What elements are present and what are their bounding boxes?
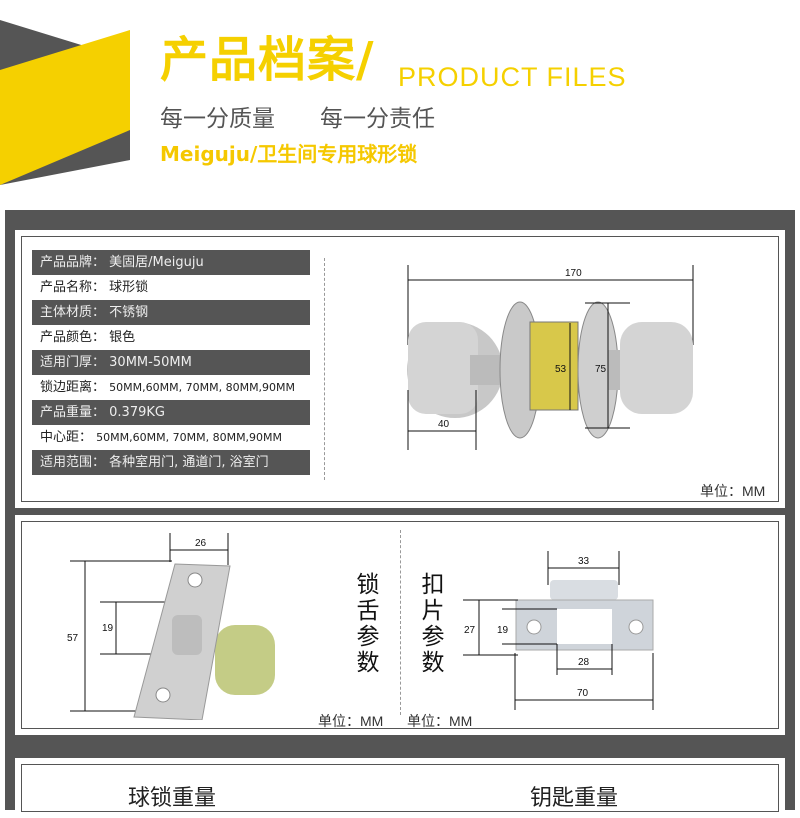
spec-row-name: 产品名称： 球形锁 bbox=[40, 280, 149, 295]
dim-strike-opening-w: 28 bbox=[578, 657, 590, 668]
product-subtitle: Meiguju/卫生间专用球形锁 bbox=[160, 142, 418, 166]
spec-row-usage: 适用范围： 各种室用门, 通道门, 浴室门 bbox=[32, 450, 310, 475]
spec-row-door-thickness: 适用门厚： 30MM-50MM bbox=[32, 350, 310, 375]
dim-strike-height: 27 bbox=[464, 625, 476, 636]
header-banner: 产品档案/ PRODUCT FILES 每一分质量 每一分责任 Meiguju/… bbox=[0, 0, 800, 200]
dim-strike-length: 70 bbox=[577, 688, 589, 699]
latch-image bbox=[70, 533, 275, 720]
dim-latch-height: 57 bbox=[67, 633, 79, 644]
knob-lock-image bbox=[407, 265, 694, 450]
spec-row-brand: 产品品牌： 美固居/Meiguju bbox=[32, 250, 310, 275]
spec-row-material: 主体材质： 不锈钢 bbox=[32, 300, 310, 325]
knob-weight-title: 球锁重量 bbox=[128, 786, 217, 811]
unit-label: 单位：MM bbox=[700, 483, 766, 499]
dim-total-length: 170 bbox=[565, 268, 582, 279]
dim-latch-bolt: 19 bbox=[102, 623, 114, 634]
latch-unit-label: 单位：MM bbox=[318, 713, 384, 729]
dim-knob-length: 40 bbox=[438, 419, 450, 430]
key-weight-title: 钥匙重量 bbox=[530, 786, 619, 811]
strike-unit-label: 单位：MM bbox=[407, 713, 473, 729]
spec-row-weight: 产品重量： 0.379KG bbox=[32, 400, 310, 425]
page-title-en: PRODUCT FILES bbox=[398, 62, 627, 92]
spec-row-color: 产品颜色： 银色 bbox=[40, 330, 136, 345]
strike-plate-image bbox=[463, 551, 654, 710]
spec-row-backset: 锁边距离： 50MM,60MM, 70MM, 80MM,90MM bbox=[40, 380, 296, 395]
slogan-responsibility: 每一分责任 bbox=[320, 106, 435, 132]
dim-latch-width: 26 bbox=[195, 538, 207, 549]
latch-title: 锁 舌 参 数 bbox=[356, 572, 380, 676]
dim-chassis: 53 bbox=[555, 364, 567, 375]
dim-strike-top: 33 bbox=[578, 556, 590, 567]
banner-decoration-icon bbox=[0, 20, 130, 185]
strike-title: 扣 片 参 数 bbox=[421, 572, 445, 676]
slogan-quality: 每一分质量 bbox=[160, 106, 275, 132]
spec-row-center-distance: 中心距： 50MM,60MM, 70MM, 80MM,90MM bbox=[40, 430, 283, 445]
divider bbox=[324, 258, 325, 480]
divider bbox=[400, 530, 401, 715]
dim-rose: 75 bbox=[595, 364, 607, 375]
dim-strike-opening-h: 19 bbox=[497, 625, 509, 636]
page-title: 产品档案/ bbox=[160, 32, 375, 88]
